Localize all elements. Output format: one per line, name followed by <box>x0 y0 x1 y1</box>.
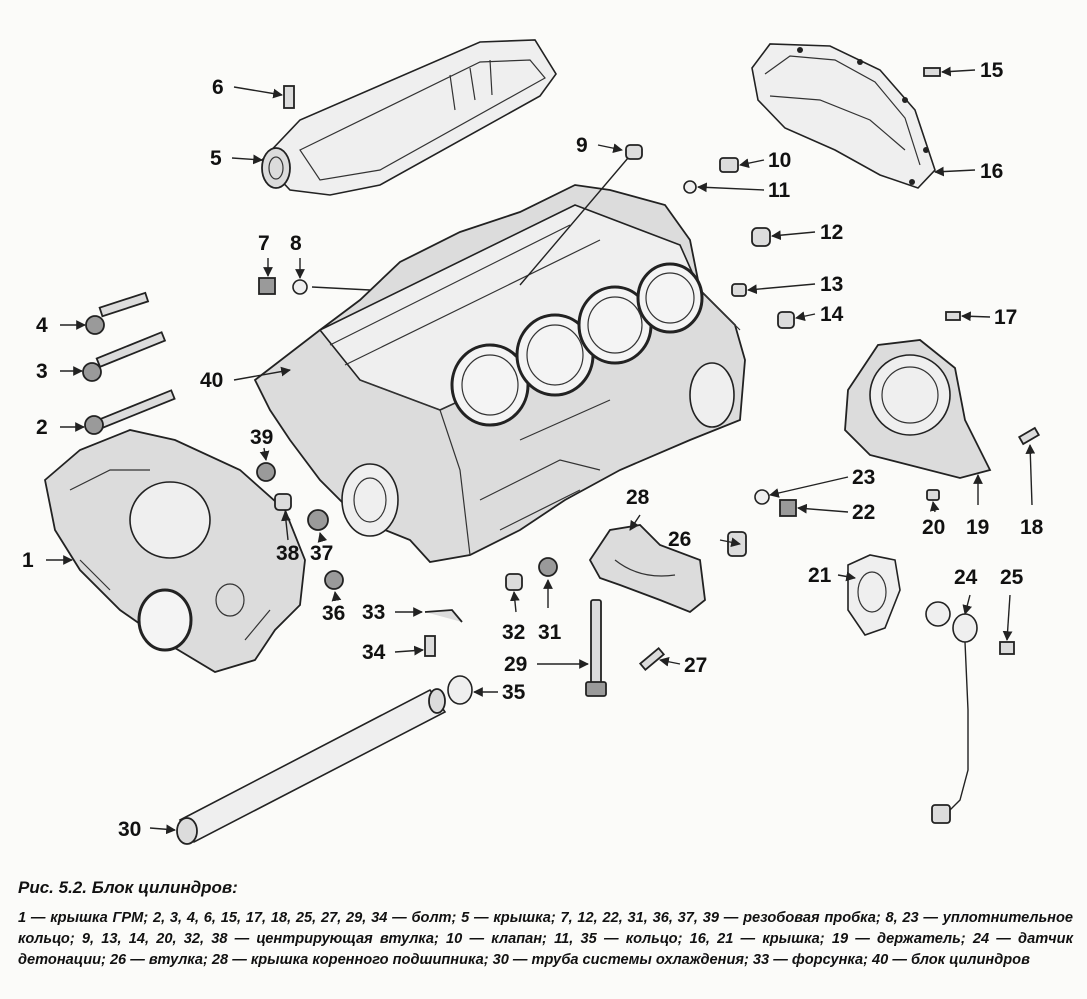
callout-28: 28 <box>626 486 650 509</box>
callout-38: 38 <box>276 542 300 565</box>
callout-labels: 1 2 3 4 5 6 7 8 9 10 11 12 13 14 15 16 1… <box>22 59 1044 841</box>
cylinder-block-exploded-diagram: 1 2 3 4 5 6 7 8 9 10 11 12 13 14 15 16 1… <box>22 39 1044 845</box>
leader-lines <box>46 66 1036 835</box>
callout-39: 39 <box>250 426 273 449</box>
small-fasteners <box>82 67 1041 705</box>
callout-32: 32 <box>502 621 525 644</box>
callout-2: 2 <box>36 416 48 439</box>
callout-10: 10 <box>768 149 791 172</box>
callout-13: 13 <box>820 273 843 296</box>
callout-9: 9 <box>576 134 588 157</box>
callout-1: 1 <box>22 549 34 572</box>
part-40-cylinder-block <box>253 184 746 563</box>
callout-6: 6 <box>212 76 224 99</box>
part-30-coolant-pipe <box>176 688 447 845</box>
callout-16: 16 <box>980 160 1003 183</box>
callout-30: 30 <box>118 818 141 841</box>
caption-title: Рис. 5.2. Блок цилиндров: <box>18 878 238 897</box>
callout-21: 21 <box>808 564 832 587</box>
callout-27: 27 <box>684 654 707 677</box>
callout-25: 25 <box>1000 566 1024 589</box>
callout-18: 18 <box>1020 516 1044 539</box>
callout-4: 4 <box>36 314 48 337</box>
callout-20: 20 <box>922 516 945 539</box>
part-29-bolt <box>585 599 607 697</box>
callout-22: 22 <box>852 501 875 524</box>
callout-7: 7 <box>258 232 270 255</box>
callout-11: 11 <box>768 179 791 202</box>
part-21-cover <box>847 554 901 636</box>
callout-5: 5 <box>210 147 222 170</box>
callout-37: 37 <box>310 542 333 565</box>
callout-34: 34 <box>362 641 386 664</box>
callout-23: 23 <box>852 466 875 489</box>
figure-caption: Рис. 5.2. Блок цилиндров: 1 — крышка ГРМ… <box>18 878 1073 971</box>
callout-3: 3 <box>36 360 48 383</box>
callout-12: 12 <box>820 221 843 244</box>
part-16-cover <box>751 43 936 189</box>
part-24-knock-sensor <box>925 601 978 824</box>
callout-17: 17 <box>994 306 1017 329</box>
callout-15: 15 <box>980 59 1004 82</box>
caption-legend: 1 — крышка ГРМ; 2, 3, 4, 6, 15, 17, 18, … <box>18 910 1073 968</box>
callout-36: 36 <box>322 602 345 625</box>
callout-24: 24 <box>954 566 978 589</box>
part-19-holder <box>844 339 992 479</box>
callout-40: 40 <box>200 369 223 392</box>
callout-31: 31 <box>538 621 562 644</box>
callout-33: 33 <box>362 601 385 624</box>
part-1-timing-cover <box>44 429 306 673</box>
callout-19: 19 <box>966 516 989 539</box>
callout-8: 8 <box>290 232 302 255</box>
callout-26: 26 <box>668 528 691 551</box>
callout-14: 14 <box>820 303 844 326</box>
callout-29: 29 <box>504 653 527 676</box>
callout-35: 35 <box>502 681 526 704</box>
part-5-cover <box>260 39 557 196</box>
